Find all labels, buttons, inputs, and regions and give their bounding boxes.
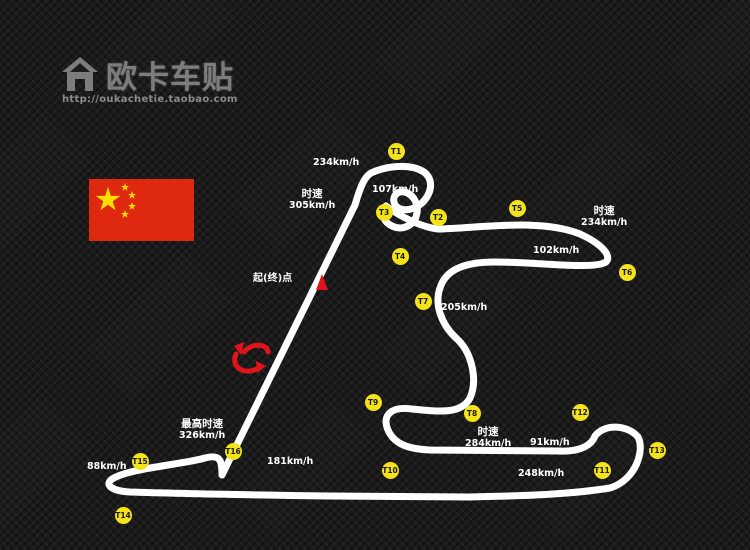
speed-label-value: 234km/h — [581, 217, 628, 228]
watermark-brand: 欧卡车贴 — [106, 60, 234, 96]
speed-label-s3: 107km/h — [372, 184, 418, 195]
turn-marker-t3: T3 — [375, 203, 393, 221]
speed-label-value: 326km/h — [179, 430, 226, 441]
speed-label-title: 时速 — [301, 188, 323, 200]
turn-marker-t1: T1 — [387, 142, 405, 160]
turn-marker-t14: T14 — [114, 506, 132, 524]
speed-label-s1: 234km/h — [313, 157, 359, 168]
turn-marker-t5: T5 — [508, 199, 526, 217]
turn-marker-t4: T4 — [391, 247, 409, 265]
speed-label-s8: 91km/h — [530, 437, 570, 448]
turn-marker-t9: T9 — [364, 393, 382, 411]
rotation-arrowhead-icon — [234, 342, 244, 355]
speed-label-value: 88km/h — [87, 461, 127, 472]
speed-label-value: 234km/h — [313, 157, 360, 168]
speed-label-title: 时速 — [593, 205, 615, 217]
speed-label-value: 181km/h — [267, 456, 314, 467]
start-finish-label: 起(终)点 — [253, 273, 293, 284]
speed-label-title: 最高时速 — [181, 418, 224, 430]
speed-label-s5: 102km/h — [533, 245, 579, 256]
turn-marker-t13: T13 — [648, 441, 666, 459]
circuit-outline — [105, 163, 644, 501]
watermark-logo: 欧卡车贴 — [60, 52, 234, 97]
speed-label-s6: 205km/h — [441, 302, 487, 313]
speed-label-s12: 248km/h — [518, 468, 564, 479]
speed-label-s10: 181km/h — [267, 456, 313, 467]
turn-marker-t16: T16 — [224, 442, 242, 460]
turn-marker-t15: T15 — [131, 452, 149, 470]
speed-label-value: 284km/h — [465, 438, 512, 449]
turn-marker-t8: T8 — [463, 404, 481, 422]
china-flag — [89, 179, 194, 241]
turn-marker-t10: T10 — [381, 461, 399, 479]
speed-label-value: 205km/h — [441, 302, 488, 313]
speed-label-value: 305km/h — [289, 200, 336, 211]
turn-marker-t12: T12 — [571, 403, 589, 421]
speed-label-value: 91km/h — [530, 437, 570, 448]
speed-label-value: 107km/h — [372, 184, 419, 195]
turn-marker-t11: T11 — [593, 461, 611, 479]
speed-label-value: 248km/h — [518, 468, 565, 479]
direction-arrow-icon — [316, 274, 328, 290]
speed-label-value: 102km/h — [533, 245, 580, 256]
speed-label-s11: 88km/h — [87, 461, 127, 472]
house-logo-icon — [62, 56, 98, 91]
speed-label-title: 时速 — [477, 426, 499, 438]
turn-marker-t7: T7 — [414, 292, 432, 310]
rotation-arrowhead-icon — [256, 361, 266, 373]
turn-marker-t6: T6 — [618, 263, 636, 281]
turn-marker-t2: T2 — [429, 208, 447, 226]
watermark-url: http://oukachetie.taobao.com — [62, 94, 238, 105]
rotation-direction-icon — [232, 342, 271, 374]
